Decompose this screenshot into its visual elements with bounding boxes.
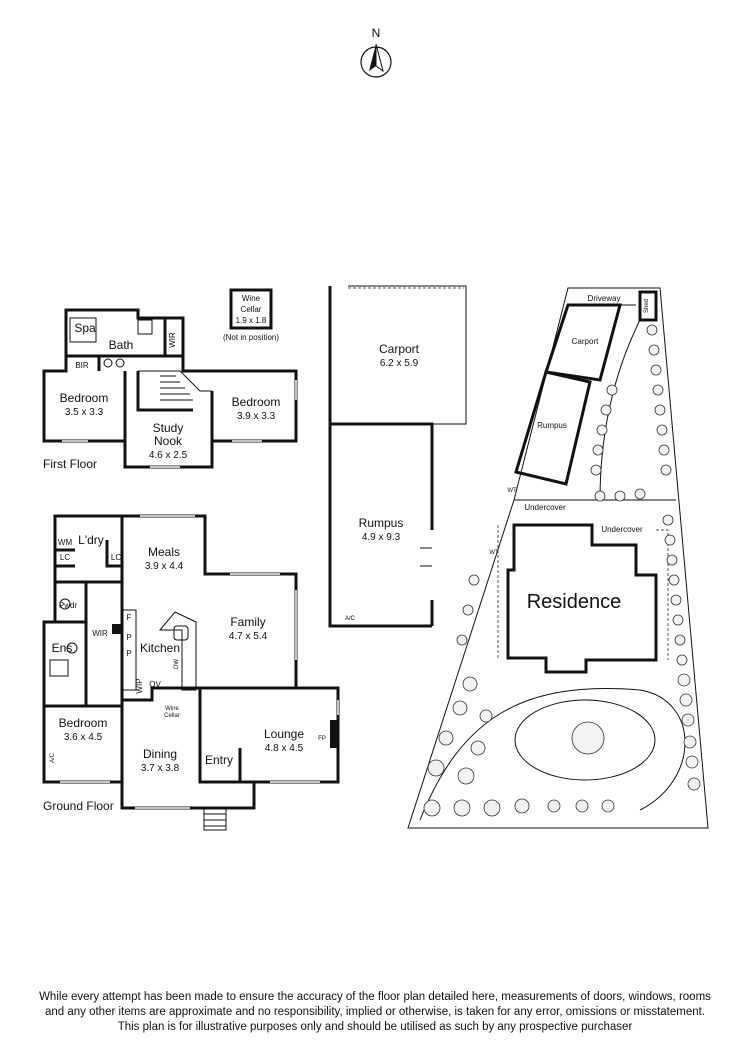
room-lounge-dims: 4.8 x 4.5: [265, 743, 304, 754]
fireplace: [330, 720, 338, 748]
room-family: Family: [230, 615, 265, 629]
rumpus-dims: 4.9 x 9.3: [362, 532, 401, 543]
room-study-nook-dims: 4.6 x 2.5: [149, 450, 188, 461]
site-undercover-1: Undercover: [524, 503, 566, 512]
rumpus-ac: A/C: [345, 616, 356, 622]
room-meals: Meals: [148, 545, 180, 559]
outbuilding-walls: [328, 286, 432, 628]
site-plan: Shed Driveway Carport Rumpus WT Undercov…: [407, 287, 709, 829]
room-fireplace-label: FP: [318, 736, 326, 742]
room-kitchen: Kitchen: [140, 641, 180, 655]
site-rumpus-label: Rumpus: [537, 421, 567, 430]
carport-dims: 6.2 x 5.9: [380, 358, 419, 369]
room-study-nook-line2: Nook: [154, 434, 183, 448]
room-lc-1: LC: [60, 553, 70, 562]
outbuilding-plan: Carport 6.2 x 5.9 Rumpus 4.9 x 9.3 A/C: [328, 285, 467, 628]
ground-floor-label: Ground Floor: [43, 799, 114, 813]
room-meals-dims: 3.9 x 4.4: [145, 561, 184, 572]
room-fridge: F: [127, 613, 132, 622]
site-residence-label: Residence: [527, 591, 622, 613]
entry-steps: [203, 807, 227, 831]
room-family-dims: 4.7 x 5.4: [229, 631, 268, 642]
site-wt-1: WT: [507, 488, 517, 494]
compass-needle-icon: [369, 44, 376, 71]
shed-label: Shed: [644, 299, 650, 313]
room-pwdr: Pwdr: [59, 601, 78, 610]
site-rumpus: [514, 370, 592, 486]
room-pantry-1: P: [126, 633, 131, 642]
rumpus-label: Rumpus: [359, 516, 404, 530]
room-bedroom-left: Bedroom: [60, 391, 109, 405]
site-carport: [544, 303, 622, 382]
site-residence: [506, 523, 658, 674]
disclaimer-line-1: While every attempt has been made to ens…: [39, 991, 711, 1003]
room-bedroom-right: Bedroom: [232, 395, 281, 409]
room-lc-2: LC: [111, 553, 121, 562]
room-wine-cellar-line1: Wine: [165, 706, 179, 712]
room-bedroom-left-dims: 3.5 x 3.3: [65, 407, 104, 418]
first-floor-walls: [42, 308, 298, 469]
disclaimer: While every attempt has been made to ens…: [20, 990, 730, 1035]
disclaimer-line-3: This plan is for illustrative purposes o…: [117, 1021, 633, 1033]
room-entry: Entry: [205, 753, 233, 767]
room-pantry-2: P: [126, 649, 131, 658]
site-undercover-2: Undercover: [601, 525, 643, 534]
room-wir: WIR: [92, 629, 108, 638]
room-bedroom-dims: 3.6 x 4.5: [64, 732, 103, 743]
room-bedroom-right-dims: 3.9 x 3.3: [237, 411, 276, 422]
room-wir: WIR: [168, 332, 177, 348]
svg-text:1.9 x 1.8: 1.9 x 1.8: [236, 316, 267, 325]
stairs: [160, 375, 193, 401]
room-wip: WIP: [135, 678, 144, 693]
room-bedroom: Bedroom: [59, 716, 108, 730]
compass-north-label: N: [372, 26, 381, 40]
room-ldry: L'dry: [78, 533, 104, 547]
room-bedroom-ac: A/C: [50, 752, 56, 763]
room-dishwasher: DW: [174, 659, 180, 669]
svg-text:Cellar: Cellar: [241, 305, 262, 314]
room-bir: BIR: [75, 361, 89, 370]
first-floor-plan: Spa Bath BIR WIR Bedroom 3.5 x 3.3 Bedro…: [42, 288, 298, 471]
svg-text:Wine: Wine: [242, 294, 261, 303]
spa-tub: [69, 317, 97, 343]
ground-floor-walls: [42, 514, 340, 810]
sink-icon: [173, 625, 189, 641]
site-boundary: [407, 287, 709, 829]
room-oven: OV: [149, 680, 161, 689]
wine-cellar-note: (Not in position): [223, 333, 279, 342]
room-wine-cellar-line2: Cellar: [164, 713, 180, 719]
driveway-label: Driveway: [588, 294, 621, 303]
room-ens: Ens: [52, 641, 73, 655]
shed: [638, 290, 658, 322]
room-spa: Spa: [74, 321, 96, 335]
first-floor-label: First Floor: [43, 457, 97, 471]
room-dining: Dining: [143, 747, 177, 761]
carport-label: Carport: [379, 342, 420, 356]
kitchen-bench: [158, 611, 197, 691]
room-wm: WM: [58, 538, 73, 547]
site-carport-label: Carport: [572, 337, 599, 346]
room-study-nook-line1: Study: [153, 421, 184, 435]
site-wt-2: WT: [489, 550, 499, 556]
ground-floor-plan: WM LC LC L'dry Meals 3.9 x 4.4 Family 4.…: [42, 514, 340, 831]
room-dining-dims: 3.7 x 3.8: [141, 763, 180, 774]
feature-tree: [571, 721, 605, 755]
room-lounge: Lounge: [264, 727, 304, 741]
wine-cellar-box: [229, 288, 273, 330]
room-bath: Bath: [109, 338, 134, 352]
site-trees: [423, 324, 701, 817]
disclaimer-line-2: and any other items are approximate and …: [44, 1006, 706, 1018]
compass: N: [360, 26, 392, 78]
